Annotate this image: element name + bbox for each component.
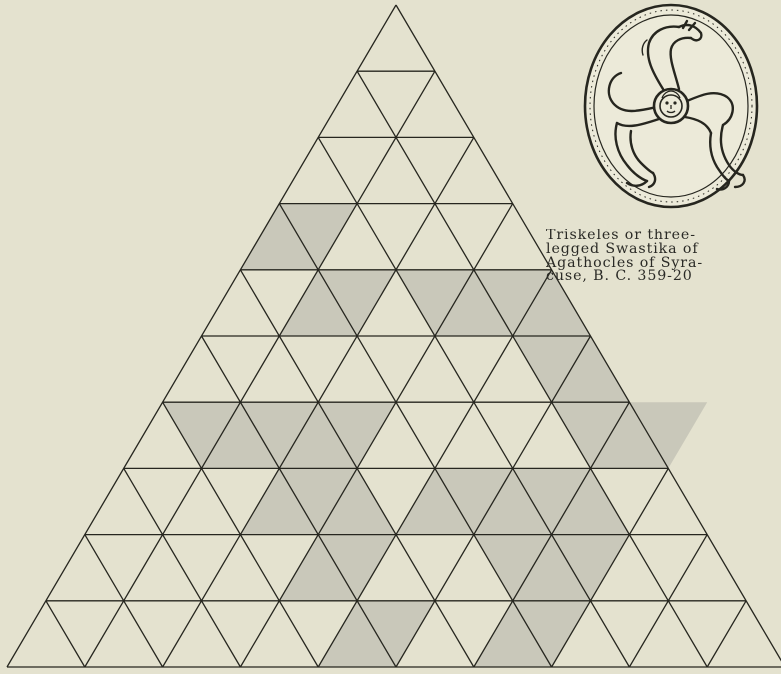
right-slant-grid-line bbox=[707, 601, 746, 667]
left-slant-grid-line bbox=[124, 468, 241, 667]
left-slant-grid-line bbox=[46, 601, 85, 667]
caption-line-4: cuse, B. C. 359-20 bbox=[546, 270, 781, 284]
figure-caption: Triskeles or three- legged Swastika of A… bbox=[546, 229, 781, 284]
right-slant-grid-line bbox=[85, 71, 435, 667]
gorgon-face-icon bbox=[654, 89, 688, 123]
triskeles-coin-icon bbox=[583, 3, 759, 209]
